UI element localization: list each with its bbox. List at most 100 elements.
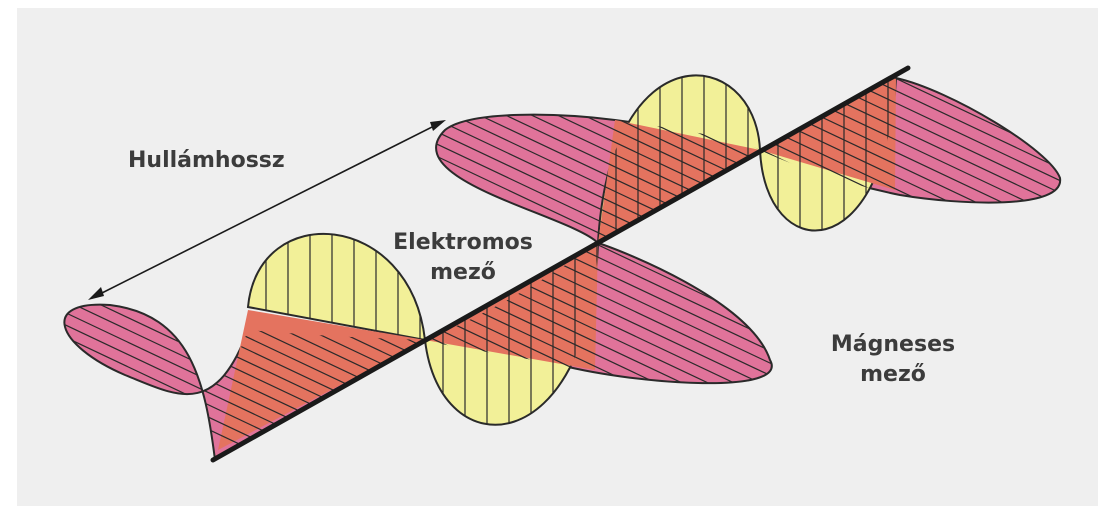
wavelength-label: Hullámhossz — [128, 148, 285, 173]
magnetic-hatch-line — [756, 0, 1099, 513]
magnetic-hatch-line — [651, 114, 760, 243]
magnetic-hatch-line — [808, 0, 1099, 513]
magnetic-hatch-line — [1042, 0, 1099, 513]
overlap-region-4 — [760, 78, 896, 190]
magnetic-hatch-line — [782, 0, 1099, 513]
magnetic-hatch-line — [1094, 0, 1099, 513]
magnetic-hatch-line — [1094, 0, 1099, 513]
magnetic-hatch-line — [912, 0, 1099, 513]
magnetic-hatch-line — [912, 0, 1099, 513]
magnetic-hatch-line — [1094, 0, 1099, 513]
magnetic-hatch-line — [964, 0, 1099, 513]
magnetic-hatch-line — [990, 0, 1099, 513]
magnetic-hatch-line — [834, 0, 1099, 513]
magnetic-hatch-line — [834, 0, 1099, 513]
magnetic-hatch-line — [937, 78, 1061, 203]
magnetic-hatch-line — [760, 78, 1061, 203]
magnetic-hatch-line — [760, 78, 1061, 203]
magnetic-hatch-line — [1016, 0, 1099, 513]
wavelength-arrow — [88, 120, 446, 300]
magnetic-hatch-line — [834, 0, 1099, 513]
magnetic-hatch-line — [755, 243, 772, 384]
magnetic-hatch-line — [964, 0, 1099, 513]
magnetic-hatch-line — [808, 0, 1099, 513]
magnetic-hatch-line — [425, 243, 772, 384]
magnetic-hatch-line — [573, 114, 760, 243]
magnetic-hatch-line — [911, 78, 1061, 203]
magnetic-hatch-line — [963, 78, 1061, 203]
magnetic-hatch-line — [729, 243, 772, 384]
magnetic-hatch-line — [833, 78, 1061, 203]
magnetic-hatch-line — [425, 243, 772, 384]
magnetic-hatch-line — [912, 0, 1099, 513]
magnetic-hatch-line — [729, 114, 760, 243]
magnetic-hatch-line — [886, 0, 1099, 513]
electric-lobe-1 — [246, 232, 427, 342]
magnetic-hatch-line — [990, 0, 1099, 513]
magnetic-hatch-line — [938, 0, 1099, 513]
magnetic-hatch-line — [760, 78, 1061, 203]
magnetic-hatch-line — [64, 304, 425, 460]
magnetic-hatch-line — [938, 0, 1099, 513]
magnetic-hatch-line — [470, 0, 1099, 513]
magnetic-hatch-line — [964, 0, 1099, 513]
magnetic-hatch-line — [574, 0, 1099, 513]
magnetic-hatch-line — [808, 0, 1099, 513]
magnetic-hatch-line — [1068, 0, 1099, 513]
arrow-head-right-icon — [430, 120, 446, 131]
magnetic-hatch-line — [755, 114, 760, 243]
electric-field-label: Elektromos mező — [393, 230, 533, 285]
magnetic-hatch-line — [600, 0, 1099, 513]
magnetic-hatch-line — [599, 114, 760, 243]
magnetic-hatch-line — [64, 304, 401, 460]
magnetic-hatch-line — [1068, 0, 1099, 513]
magnetic-hatch-line — [573, 243, 772, 384]
magnetic-hatch-line — [760, 78, 1061, 203]
magnetic-hatch-line — [469, 114, 760, 243]
magnetic-field-label: Mágneses mező — [830, 332, 956, 387]
magnetic-hatch-line — [886, 0, 1099, 513]
magnetic-hatch-line — [990, 0, 1099, 513]
magnetic-hatch-line — [1015, 78, 1061, 203]
magnetic-hatch-line — [599, 243, 772, 384]
magnetic-hatch-line — [703, 243, 772, 384]
magnetic-hatch-line — [885, 78, 1061, 203]
magnetic-hatch-line — [1042, 0, 1099, 513]
magnetic-hatch-line — [1042, 0, 1099, 513]
magnetic-hatch-line — [938, 0, 1099, 513]
magnetic-hatch-line — [1068, 0, 1099, 513]
magnetic-hatch-line — [704, 0, 1099, 513]
magnetic-hatch-line — [1068, 0, 1099, 513]
magnetic-hatch-line — [807, 78, 1061, 203]
magnetic-hatch-line — [1016, 0, 1099, 513]
magnetic-hatch-line — [1016, 0, 1099, 513]
magnetic-hatch-line — [703, 114, 760, 243]
magnetic-hatch-line — [782, 0, 1099, 513]
magnetic-hatch-line — [469, 243, 772, 384]
magnetic-hatch-line — [760, 78, 1061, 203]
propagation-axis — [210, 65, 911, 463]
magnetic-hatch-line — [886, 0, 1099, 513]
overlap-region-2 — [425, 243, 598, 370]
magnetic-hatch-line — [782, 0, 1099, 513]
magnetic-hatch-line — [64, 304, 425, 460]
magnetic-hatch-line — [989, 78, 1061, 203]
magnetic-hatch-line — [730, 0, 1099, 513]
arrow-head-left-icon — [88, 287, 104, 300]
magnetic-hatch-line — [652, 0, 1099, 513]
magnetic-hatch-line — [436, 114, 760, 243]
magnetic-hatch-line — [760, 78, 1061, 203]
magnetic-hatch-line — [425, 243, 772, 384]
magnetic-hatch-line — [651, 243, 772, 384]
magnetic-hatch-line — [760, 78, 1061, 203]
overlap-region-1 — [218, 310, 425, 450]
magnetic-hatch-line — [1094, 0, 1099, 513]
magnetic-hatch-line — [760, 78, 1061, 203]
